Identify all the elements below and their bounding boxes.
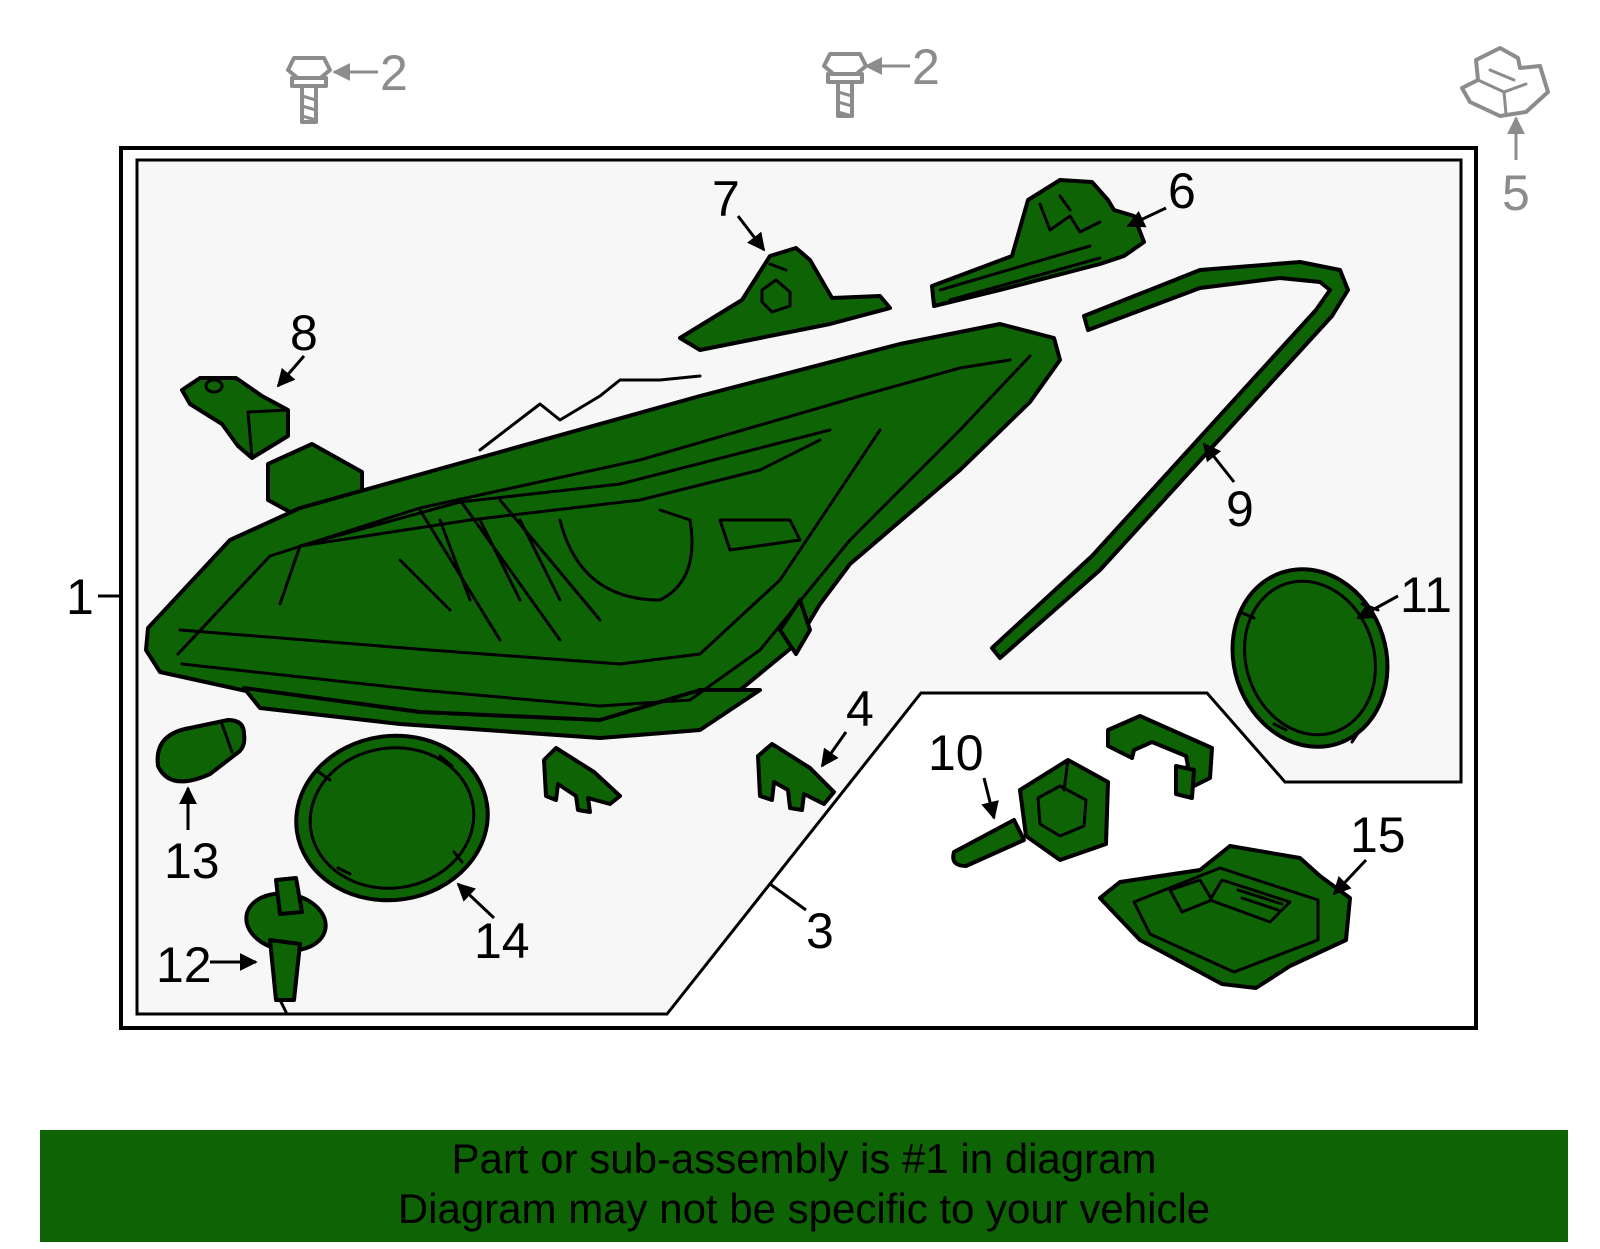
callout-4: 4 — [846, 681, 874, 737]
ballast-control-module — [1098, 844, 1352, 990]
hid-bulb — [951, 758, 1110, 868]
bulb-small — [155, 718, 247, 784]
callout-8: 8 — [290, 305, 318, 361]
leader-11 — [1356, 594, 1399, 620]
callout-14: 14 — [474, 913, 530, 969]
leader-9 — [1202, 442, 1236, 483]
bolt-icon — [286, 56, 332, 124]
retainer-clip — [542, 746, 622, 814]
bulb-halogen — [244, 876, 328, 1014]
retainer-clip-4 — [756, 742, 836, 812]
leader-15 — [1332, 858, 1368, 896]
leader-7 — [736, 215, 766, 252]
callout-9: 9 — [1226, 481, 1254, 537]
callout-5: 5 — [1502, 165, 1530, 221]
leader-3 — [769, 882, 807, 912]
callout-7: 7 — [712, 171, 740, 227]
bolt-icon — [822, 52, 868, 118]
front-cover-cap — [294, 733, 490, 903]
leader-14 — [456, 882, 496, 920]
footer-banner: Part or sub-assembly is #1 in diagram Di… — [40, 1130, 1568, 1242]
callout-3: 3 — [806, 903, 834, 959]
callout-15: 15 — [1350, 807, 1406, 863]
callout-1: 1 — [66, 569, 94, 625]
clip-nut-icon — [1460, 46, 1550, 118]
footer-line-1: Part or sub-assembly is #1 in diagram — [451, 1135, 1157, 1182]
callout-13: 13 — [164, 833, 220, 889]
ballast-bracket — [1106, 714, 1214, 800]
callout-6: 6 — [1168, 163, 1196, 219]
lamp-bracket — [678, 246, 892, 352]
callout-10: 10 — [928, 725, 984, 781]
headlamp-assembly — [144, 322, 1062, 740]
leader-8 — [276, 355, 306, 388]
leader-4 — [820, 731, 848, 768]
wiring-connector — [180, 376, 290, 460]
footer-line-2: Diagram may not be specific to your vehi… — [397, 1185, 1211, 1232]
callout-11: 11 — [1400, 567, 1452, 623]
callout-12: 12 — [156, 937, 212, 993]
leader-10 — [981, 777, 999, 820]
callout-2b: 2 — [912, 39, 940, 95]
upper-mounting-bracket — [930, 178, 1146, 308]
seal-strip — [990, 260, 1350, 660]
callout-2a: 2 — [380, 45, 408, 101]
leader-6 — [1126, 206, 1167, 228]
